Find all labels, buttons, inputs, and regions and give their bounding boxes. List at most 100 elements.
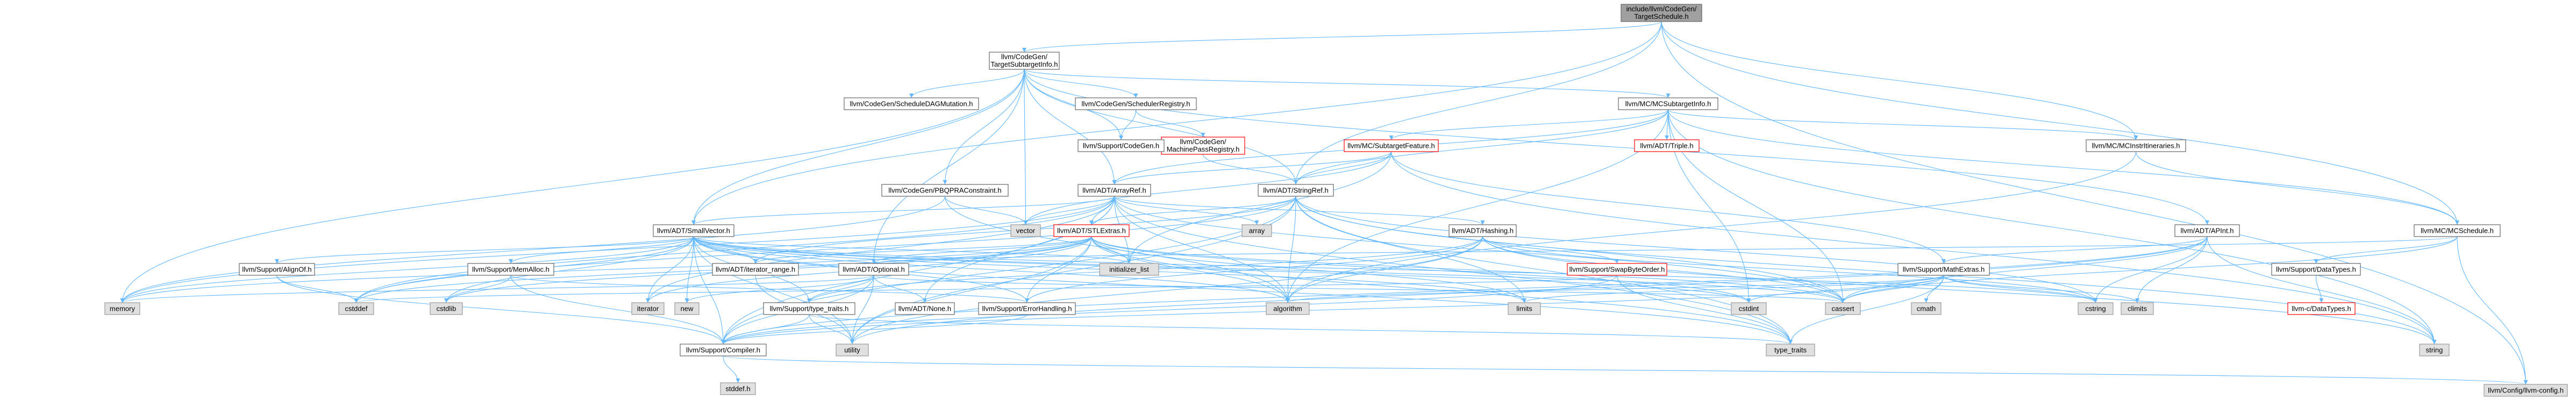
node-label: llvm/ADT/APInt.h bbox=[2181, 227, 2234, 235]
node-alignof[interactable]: llvm/Support/AlignOf.h bbox=[239, 263, 315, 276]
node-box bbox=[1161, 137, 1245, 155]
node-algorithm: algorithm bbox=[1266, 302, 1310, 315]
node-triple[interactable]: llvm/ADT/Triple.h bbox=[1634, 139, 1700, 152]
node-label: llvm/MC/MCSubtargetInfo.h bbox=[1625, 100, 1711, 108]
node-label: limits bbox=[1516, 305, 1532, 313]
edge-smallvec-to-iterator bbox=[647, 236, 694, 303]
node-mc-subfeat[interactable]: llvm/MC/SubtargetFeature.h bbox=[1344, 139, 1439, 152]
edge-arrayref-to-algorithm bbox=[1114, 196, 1288, 303]
node-apint[interactable]: llvm/ADT/APInt.h bbox=[2174, 224, 2240, 237]
node-label: climits bbox=[2128, 305, 2147, 313]
node-arrayref[interactable]: llvm/ADT/ArrayRef.h bbox=[1078, 184, 1151, 197]
node-codegen[interactable]: llvm/Support/CodeGen.h bbox=[1078, 139, 1165, 152]
node-mcinstr-it[interactable]: llvm/MC/MCInstrItineraries.h bbox=[2086, 139, 2186, 152]
node-sched-dag[interactable]: llvm/CodeGen/ScheduleDAGMutation.h bbox=[844, 97, 979, 110]
node-optional[interactable]: llvm/ADT/Optional.h bbox=[838, 263, 909, 276]
edge-mathextras-to-limits bbox=[1524, 275, 1944, 303]
node-errorhandling[interactable]: llvm/Support/ErrorHandling.h bbox=[978, 302, 1076, 315]
node-label: llvm/CodeGen/PBQPRAConstraint.h bbox=[888, 187, 1001, 195]
node-box bbox=[2078, 302, 2114, 315]
arrowhead-optional-to-type_traits_h bbox=[807, 298, 811, 303]
node-stringref[interactable]: llvm/ADT/StringRef.h bbox=[1258, 184, 1334, 197]
edge-swapbyte-to-compiler bbox=[723, 275, 1618, 345]
node-box bbox=[467, 263, 554, 276]
edge-memalloc-to-cstdlib bbox=[446, 275, 511, 303]
node-label: llvm/ADT/ArrayRef.h bbox=[1082, 187, 1146, 195]
node-tsi[interactable]: llvm/CodeGen/TargetSubtargetInfo.h bbox=[989, 52, 1060, 70]
node-stlextras[interactable]: llvm/ADT/STLExtras.h bbox=[1053, 224, 1130, 237]
edge-smallvec-to-cassert bbox=[693, 236, 1844, 303]
arrowhead-stlextras-to-iterator bbox=[646, 298, 650, 303]
node-datatypes[interactable]: llvm/Support/DataTypes.h bbox=[2271, 263, 2361, 276]
edge-apint-to-string bbox=[2207, 236, 2435, 345]
edge-memalloc-to-errorhandling bbox=[510, 275, 1027, 303]
edge-stringref-to-cstring bbox=[1295, 196, 2096, 303]
edge-mcinstr_it-to-mcsched bbox=[2135, 151, 2458, 225]
node-label: llvm/CodeGen/MachinePassRegistry.h bbox=[1167, 138, 1240, 153]
edge-stringref-to-stlextras bbox=[1091, 196, 1296, 225]
node-box bbox=[653, 224, 734, 237]
node-type-traits: type_traits bbox=[1766, 344, 1815, 356]
arrowhead-sched_reg-to-codegen bbox=[1119, 135, 1123, 140]
node-mathextras[interactable]: llvm/Support/MathExtras.h bbox=[1897, 263, 1990, 276]
node-iter-range[interactable]: llvm/ADT/iterator_range.h bbox=[712, 263, 799, 276]
node-box bbox=[1621, 4, 1702, 22]
node-box bbox=[1078, 139, 1165, 152]
node-label: llvm/Support/DataTypes.h bbox=[2276, 266, 2356, 274]
edge-mathextras-to-cstring bbox=[1943, 275, 2096, 303]
edge-stlextras-to-optional bbox=[873, 236, 1092, 264]
node-config: llvm/Config/llvm-config.h bbox=[2484, 384, 2568, 397]
arrowhead-mc_subfeat-to-arrayref bbox=[1112, 180, 1117, 184]
node-compiler[interactable]: llvm/Support/Compiler.h bbox=[680, 344, 767, 356]
node-smallvec[interactable]: llvm/ADT/SmallVector.h bbox=[653, 224, 734, 237]
node-box bbox=[1078, 184, 1151, 197]
node-hashing[interactable]: llvm/ADT/Hashing.h bbox=[1448, 224, 1517, 237]
edge-smallvec-to-compiler bbox=[693, 236, 724, 345]
edge-pbqp-to-algorithm bbox=[944, 196, 1288, 303]
node-box bbox=[763, 302, 855, 315]
edge-swapbyte-to-type_traits bbox=[1616, 275, 1791, 345]
edge-mcsched-to-optional bbox=[873, 236, 2458, 264]
node-label: llvm/Support/Compiler.h bbox=[686, 346, 760, 354]
node-label: cassert bbox=[1832, 305, 1854, 313]
node-label: algorithm bbox=[1273, 305, 1302, 313]
node-label: llvm/ADT/StringRef.h bbox=[1263, 187, 1328, 195]
edge-root-to-config bbox=[1661, 21, 2527, 385]
edge-optional-to-new bbox=[686, 275, 874, 303]
edge-arrayref-to-array bbox=[1114, 196, 1258, 225]
arrowhead-arrayref-to-vector bbox=[1023, 220, 1028, 225]
arrowhead-mc_sti-to-triple bbox=[1665, 135, 1669, 140]
edge-smallvec-to-memalloc bbox=[510, 236, 694, 264]
node-none[interactable]: llvm/ADT/None.h bbox=[895, 302, 955, 315]
node-label: new bbox=[681, 305, 694, 313]
node-mcsched[interactable]: llvm/MC/MCSchedule.h bbox=[2414, 224, 2501, 237]
node-memalloc[interactable]: llvm/Support/MemAlloc.h bbox=[467, 263, 554, 276]
node-sched-reg[interactable]: llvm/CodeGen/SchedulerRegistry.h bbox=[1075, 97, 1197, 110]
edge-hashing-to-string bbox=[1482, 236, 2435, 345]
node-label: cstdint bbox=[1739, 305, 1759, 313]
node-mpr[interactable]: llvm/CodeGen/MachinePassRegistry.h bbox=[1161, 137, 1245, 155]
arrowhead-tsi-to-pbqp bbox=[943, 180, 947, 184]
node-pbqp[interactable]: llvm/CodeGen/PBQPRAConstraint.h bbox=[881, 184, 1009, 197]
edge-mc_subfeat-to-arrayref bbox=[1114, 151, 1392, 185]
edge-stlextras-to-limits bbox=[1091, 236, 1525, 303]
arrowhead-smallvec-to-memalloc bbox=[509, 259, 513, 263]
arrowhead-memalloc-to-errorhandling bbox=[1025, 298, 1029, 303]
edge-compiler-to-stddef_h bbox=[723, 355, 739, 383]
edge-tsi-to-vector bbox=[1024, 69, 1026, 225]
node-swapbyte[interactable]: llvm/Support/SwapByteOrder.h bbox=[1567, 263, 1667, 276]
edge-smallvec-to-type_traits bbox=[693, 236, 1791, 345]
node-type-traits-h[interactable]: llvm/Support/type_traits.h bbox=[763, 302, 855, 315]
edge-mc_subfeat-to-mathextras bbox=[1390, 151, 1944, 264]
node-mc-sti[interactable]: llvm/MC/MCSubtargetInfo.h bbox=[1618, 97, 1718, 110]
arrowhead-mcsched-to-datatypes bbox=[2314, 259, 2318, 263]
arrowhead-apint-to-mathextras bbox=[1942, 259, 1946, 263]
node-c-datatypes[interactable]: llvm-c/DataTypes.h bbox=[2287, 302, 2356, 315]
node-label: cstdlib bbox=[437, 305, 456, 313]
arrowhead-stlextras-to-iter_range bbox=[753, 259, 758, 263]
node-stddef-h: stddef.h bbox=[720, 382, 756, 395]
node-root[interactable]: include/llvm/CodeGen/TargetSchedule.h bbox=[1621, 4, 1702, 22]
node-box bbox=[430, 302, 463, 315]
node-label: llvm/ADT/SmallVector.h bbox=[657, 227, 730, 235]
